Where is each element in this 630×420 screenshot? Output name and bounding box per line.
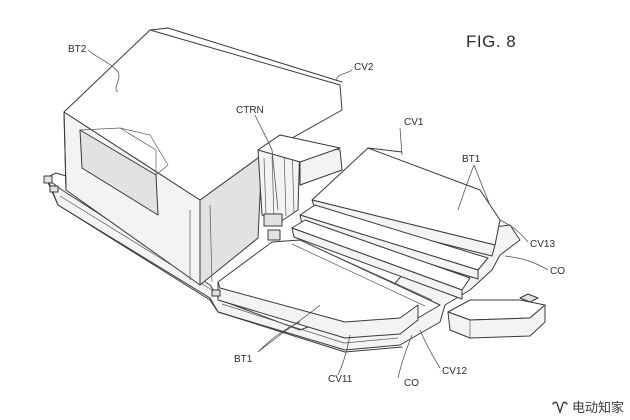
module-strip-1 xyxy=(299,204,489,280)
watermark-text: 电动知家 xyxy=(571,401,624,416)
side-flange xyxy=(447,293,546,339)
label-cv13: CV13 xyxy=(530,239,555,250)
connector-ctrn xyxy=(257,134,343,241)
watermark: 电动知家 xyxy=(552,397,624,416)
label-ctrn: CTRN xyxy=(236,105,264,116)
module-cv1 xyxy=(311,147,501,257)
label-bt1-upper: BT1 xyxy=(462,154,481,165)
fixtures xyxy=(43,175,221,297)
label-cv12: CV12 xyxy=(442,366,467,377)
module-cv11 xyxy=(217,239,441,339)
label-co-bottom: CO xyxy=(404,378,419,389)
label-cv2: CV2 xyxy=(354,62,374,73)
label-cv1: CV1 xyxy=(404,117,424,128)
module-strip-2 xyxy=(291,219,471,300)
label-co-right: CO xyxy=(550,266,565,277)
label-bt2: BT2 xyxy=(68,44,87,55)
label-cv11: CV11 xyxy=(328,374,353,385)
battery-block-bt2 xyxy=(63,27,343,286)
label-bt1-lower: BT1 xyxy=(234,354,253,365)
leader-lines xyxy=(87,49,549,379)
figure-title: FIG. 8 xyxy=(466,32,516,51)
wechat-channel-icon xyxy=(552,401,568,414)
